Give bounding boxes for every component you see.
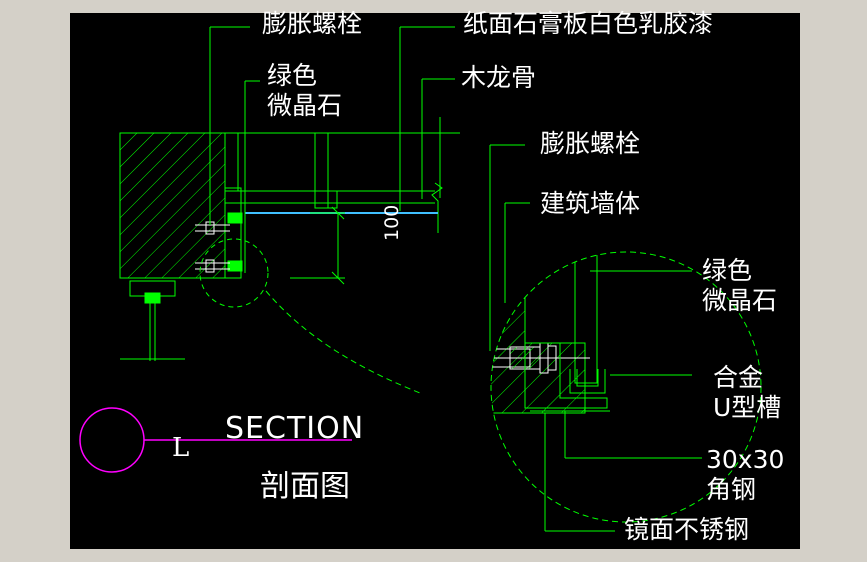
main-section	[119, 26, 460, 394]
label-green-stone-detail: 绿色 微晶石	[702, 256, 778, 315]
section-drawing	[79, 26, 762, 532]
label-mirror-steel: 镜面不锈钢	[624, 515, 750, 544]
section-marker-circle	[79, 407, 145, 473]
label-wood-keel: 木龙骨	[461, 63, 537, 92]
label-gypsum-board: 纸面石膏板白色乳胶漆	[463, 9, 714, 38]
label-building-wall: 建筑墙体	[540, 189, 641, 218]
section-title: SECTION	[225, 411, 365, 446]
label-angle-steel: 30x30 角钢	[706, 445, 785, 504]
dimension-label: 100	[381, 204, 403, 241]
label-green-stone-top: 绿色 微晶石	[267, 61, 343, 120]
wood-keel-block	[314, 190, 338, 209]
section-subtitle: 剖面图	[260, 469, 350, 504]
label-expansion-bolt-detail: 膨胀螺栓	[540, 129, 641, 158]
hatched-wall	[119, 132, 226, 279]
cad-viewport: 膨胀螺栓 纸面石膏板白色乳胶漆 绿色 微晶石 木龙骨 膨胀螺栓 建筑墙体 绿色 …	[70, 9, 800, 549]
section-marker	[79, 407, 352, 473]
label-alloy-u-channel: 合金 U型槽	[713, 363, 782, 422]
section-letter: L	[172, 433, 190, 463]
label-expansion-bolt-top: 膨胀螺栓	[262, 9, 363, 38]
